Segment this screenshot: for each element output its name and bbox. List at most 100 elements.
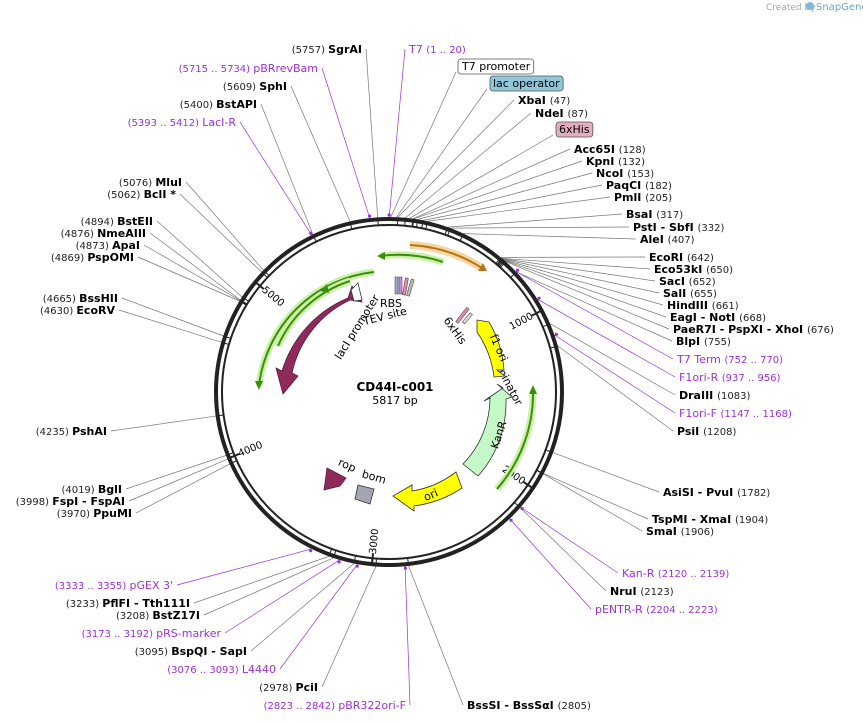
site-label-xbai[interactable]: XbaI (47) [518, 94, 570, 107]
site-label-asisi[interactable]: AsiSI - PvuI (1782) [663, 486, 770, 499]
plasmid-name: CD44I-c001 [356, 380, 433, 394]
leader-line [412, 148, 571, 219]
site-label-bstz17i[interactable]: (3208) BstZ17I [116, 609, 200, 622]
tev-mark[interactable] [398, 276, 403, 295]
site-label-hindiii[interactable]: HindIII (661) [667, 299, 739, 312]
primer-mark [337, 560, 341, 564]
site-label-pshai[interactable]: (4235) PshAI [36, 425, 107, 438]
ori-feature[interactable] [392, 471, 463, 512]
site-label-eagi[interactable]: EagI - NotI (668) [670, 311, 766, 324]
small-feature-mark[interactable] [406, 278, 415, 297]
rop-feature[interactable] [323, 467, 347, 491]
primer-label-t7[interactable]: T7 (1 .. 20) [408, 43, 466, 56]
site-label-sgrai[interactable]: (5757) SgrAI [292, 43, 362, 56]
site-label-pmli[interactable]: PmlI (205) [614, 191, 672, 204]
site-label-ecori[interactable]: EcoRI (642) [649, 251, 714, 264]
primer-mark [367, 214, 372, 218]
site-label-fspi[interactable]: (3998) FspI - FspAI [16, 495, 125, 508]
site-label-blpi[interactable]: BlpI (755) [676, 335, 731, 348]
his-mark[interactable] [402, 277, 409, 296]
site-label-pflfi[interactable]: (3233) PflFI - Tth111I [66, 597, 190, 610]
site-tick [425, 221, 428, 230]
site-label-sali[interactable]: SalI (655) [663, 287, 717, 300]
primer-label-f1orif[interactable]: F1ori-F (1147 .. 1168) [679, 407, 792, 420]
site-label-bspqi[interactable]: (3095) BspQI - SapI [135, 645, 247, 658]
site-label-saci[interactable]: SacI (652) [659, 275, 716, 288]
site-tick [229, 460, 238, 465]
site-tick [377, 217, 379, 226]
tick-mark [255, 281, 265, 290]
site-label-alei[interactable]: AleI (407) [640, 233, 695, 246]
leader-line [427, 196, 611, 222]
leader-line [501, 258, 651, 270]
leader-line [121, 297, 224, 337]
orf-inner-arrowhead [320, 284, 329, 293]
primer-label-pbrrevbam[interactable]: (5715 .. 5734) pBRrevBam [179, 62, 318, 75]
f1ori-feature[interactable] [476, 319, 507, 378]
site-label-psti[interactable]: PstI - SbfI (332) [633, 221, 724, 234]
site-label-bsteii[interactable]: (4894) BstEII [81, 215, 153, 228]
primer-label-kanr[interactable]: Kan-R (2120 .. 2139) [622, 567, 729, 580]
bom-feature[interactable] [354, 484, 375, 505]
site-label-ecorv[interactable]: (4630) EcoRV [40, 304, 115, 317]
leader-line [156, 220, 243, 298]
rbs-mark[interactable] [394, 276, 399, 295]
primer-label-t7term[interactable]: T7 Term (752 .. 770) [676, 353, 783, 366]
primer-label-pbr322orif[interactable]: (2823 .. 2842) pBR322ori-F [264, 699, 406, 712]
backbone-outer-ring [214, 217, 564, 567]
site-label-bsshii[interactable]: (4665) BssHII [43, 292, 118, 305]
site-label-apai[interactable]: (4873) ApaI [76, 239, 140, 252]
site-label-tspmi[interactable]: TspMI - XmaI (1904) [652, 513, 768, 526]
tick-mark [531, 310, 542, 317]
site-label-psii[interactable]: PsiI (1208) [677, 425, 736, 438]
leader-line [408, 565, 464, 706]
t7-promoter-arrow [409, 244, 483, 269]
kanr-feature[interactable] [462, 383, 513, 477]
primer-mark [554, 332, 558, 336]
site-label-bsssi[interactable]: BssSI - BssSαI (2805) [467, 699, 591, 712]
site-label-bstapi[interactable]: (5400) BstAPI [180, 98, 257, 111]
primer-label-lacir[interactable]: (5393 .. 5412) LacI-R [128, 116, 237, 129]
site-label-kpni[interactable]: KpnI (132) [586, 155, 645, 168]
site-tick [415, 219, 419, 228]
site-label-ncoi[interactable]: NcoI (153) [596, 167, 654, 180]
leader-line [321, 566, 377, 688]
site-tick [328, 548, 333, 557]
leader-line [520, 507, 607, 592]
feature-layer: lacI lacI promoter RBS TEV site 6xHis T7… [255, 241, 537, 512]
leader-line [463, 233, 637, 240]
site-label-nrui[interactable]: NruI (2123) [610, 585, 674, 598]
leader-line [185, 181, 264, 271]
site-label-acc65i[interactable]: Acc65I (128) [574, 143, 646, 156]
primer-label-pgex3[interactable]: (3333 .. 3355) pGEX 3' [55, 579, 173, 592]
site-label-sphi[interactable]: (5609) SphI [223, 80, 287, 93]
feature-box-label-lacoperator[interactable]: lac operator [493, 77, 560, 90]
his-c-mark[interactable] [455, 306, 470, 324]
feature-box [489, 75, 564, 92]
primer-label-f1orir[interactable]: F1ori-R (937 .. 956) [679, 371, 781, 384]
laci-promoter-feature[interactable] [350, 282, 363, 302]
site-label-ppumi[interactable]: (3970) PpuMI [57, 507, 132, 520]
tick-label: 4000 [237, 440, 265, 460]
site-label-mlui[interactable]: (5076) MluI [119, 176, 182, 189]
site-label-paer7i[interactable]: PaeR7I - PspXI - XhoI (676) [673, 323, 834, 336]
feature-box-label-6xhis[interactable]: 6xHis [559, 123, 590, 136]
primer-label-pentrr[interactable]: pENTR-R (2204 .. 2223) [595, 603, 718, 616]
site-label-bgli[interactable]: (4019) BglI [61, 483, 122, 496]
site-label-nmeaiii[interactable]: (4876) NmeAIII [61, 227, 146, 240]
site-label-smai[interactable]: SmaI (1906) [646, 525, 714, 538]
site-label-draiii[interactable]: DraIII (1083) [679, 389, 750, 402]
site-tick [447, 227, 451, 236]
primer-label-prsmarker[interactable]: (3173 .. 3192) pRS-marker [82, 627, 222, 640]
primer-label-l4440[interactable]: (3076 .. 3093) L4440 [167, 663, 276, 676]
site-label-pcii[interactable]: (2978) PciI [259, 681, 318, 694]
site-label-ndei[interactable]: NdeI (87) [535, 107, 588, 120]
site-label-paqci[interactable]: PaqCI (182) [606, 179, 672, 192]
t7-terminator-mark[interactable] [462, 312, 473, 325]
site-label-eco53ki[interactable]: Eco53kI (650) [654, 263, 733, 276]
watermark-prefix: Created by [766, 3, 816, 13]
feature-box-label-t7promoter[interactable]: T7 promoter [461, 60, 531, 73]
site-label-bcli[interactable]: (5062) BclI * [107, 188, 176, 201]
site-label-pspomi[interactable]: (4869) PspOMI [51, 251, 134, 264]
site-label-bsai[interactable]: BsaI (317) [626, 208, 683, 221]
